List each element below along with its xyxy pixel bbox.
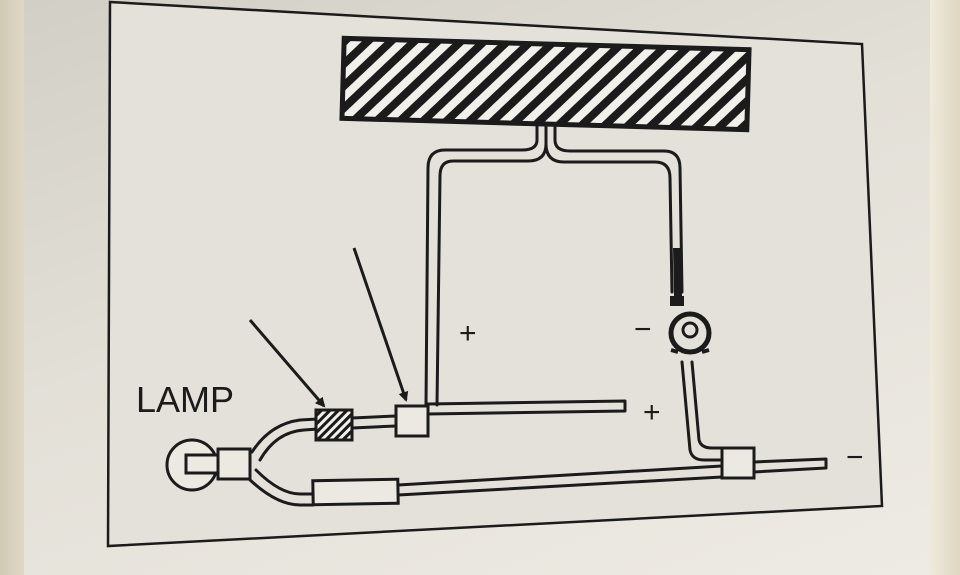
minus-label-lower-wire: − bbox=[846, 441, 864, 474]
plus-wire-upper-connector-segment bbox=[350, 414, 398, 430]
minus-label-ring: − bbox=[634, 313, 652, 346]
minus-wire-from-component-inner bbox=[544, 124, 674, 294]
minus-wire-lower bbox=[396, 464, 724, 497]
lamp-symbol bbox=[165, 438, 252, 492]
arrow-to-splice-connector bbox=[352, 247, 409, 402]
splice-connector bbox=[394, 404, 430, 438]
hatched-component bbox=[339, 35, 752, 133]
minus-wire-dark-sleeve bbox=[673, 248, 682, 296]
wall-background-left bbox=[0, 0, 28, 575]
minus-wire-ring-to-junction bbox=[680, 360, 724, 462]
plus-label-wire-end: + bbox=[643, 396, 661, 429]
arrow-to-hatched-connector bbox=[248, 319, 326, 408]
minus-wire-ring-to-junction-inner bbox=[690, 360, 724, 450]
lamp-branch-lower bbox=[246, 468, 315, 507]
lamp-label: LAMP bbox=[136, 379, 234, 420]
inline-sleeve-connector bbox=[311, 477, 400, 507]
ring-terminal bbox=[668, 296, 712, 355]
wall-background-right bbox=[930, 0, 960, 575]
junction-connector bbox=[720, 446, 756, 480]
plus-label-upper-wire: + bbox=[459, 317, 477, 350]
hatched-connector bbox=[314, 408, 354, 442]
plus-wire-from-component-inner bbox=[435, 124, 548, 407]
plus-wire-upper bbox=[426, 399, 627, 416]
lamp-branch-upper bbox=[250, 417, 320, 462]
diagram-panel-frame bbox=[106, 0, 884, 548]
plus-wire-from-component-outer bbox=[424, 124, 539, 407]
minus-wire-lower-right bbox=[752, 457, 828, 474]
minus-wire-from-component-outer bbox=[553, 124, 684, 294]
